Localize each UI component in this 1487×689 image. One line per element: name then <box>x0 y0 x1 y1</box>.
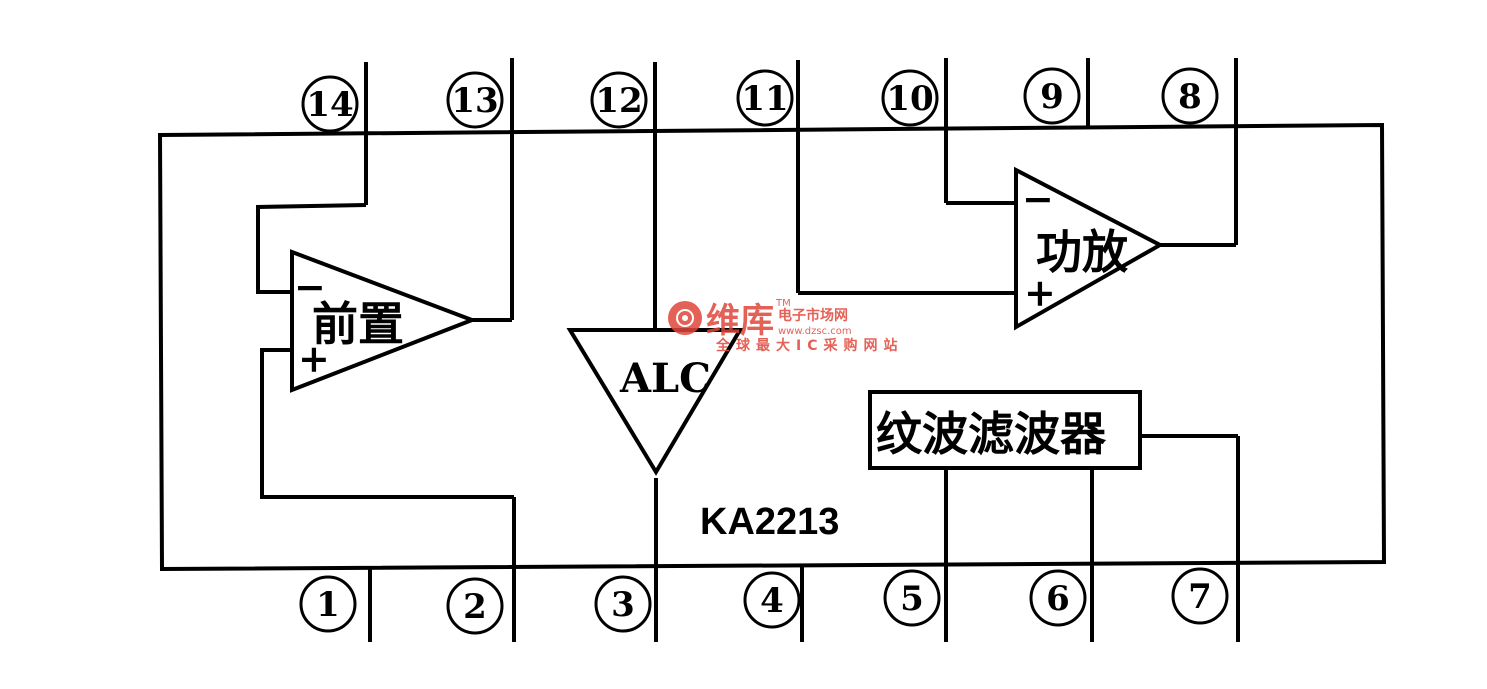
poweramp-plus-sign: + <box>1024 270 1056 315</box>
alc-block: ALC <box>566 328 744 476</box>
pin-10-circle <box>881 69 939 127</box>
preamp-minus-sign: − <box>294 264 326 309</box>
alc-label: ALC <box>619 355 711 402</box>
watermark-logo-icon <box>668 301 702 335</box>
watermark-site-cn: 电子市场网 <box>778 307 848 324</box>
pin-9-number: 9 <box>1040 77 1064 117</box>
ripple-filter-label: 纹波滤波器 <box>876 407 1107 461</box>
pin-7-number: 7 <box>1188 577 1212 617</box>
pin-4-number: 4 <box>760 581 784 621</box>
pin-14-number: 14 <box>306 85 353 125</box>
internal-wiring <box>256 201 1238 499</box>
wire-pin14-preamp-minus <box>256 203 367 294</box>
ripple-filter-box <box>868 390 1142 470</box>
pin-11-number: 11 <box>741 79 788 119</box>
pin-3-circle <box>594 575 652 633</box>
preamp-plus-sign: + <box>298 336 330 381</box>
pin-14-circle <box>301 75 359 133</box>
poweramp-label: 功放 <box>1036 225 1128 279</box>
alc-triangle <box>566 328 744 476</box>
pin-3-number: 3 <box>611 585 635 625</box>
preamp-triangle <box>290 249 478 393</box>
bottom-pin-numbers: 1 2 3 4 5 6 7 <box>299 567 1229 635</box>
pin-12-circle <box>590 71 648 129</box>
pin-4-circle <box>743 571 801 629</box>
watermark: 维库 TM 电子市场网 www.dzsc.com 全球最大IC采购网站 <box>668 298 903 354</box>
pin-7-circle <box>1171 567 1229 625</box>
pin-1-number: 1 <box>316 585 340 625</box>
pin-13-circle <box>446 71 504 129</box>
ripple-filter-block: 纹波滤波器 <box>868 390 1142 470</box>
wire-preamp-plus-pin2 <box>260 348 514 499</box>
pin-6-number: 6 <box>1046 579 1070 619</box>
pin-12-number: 12 <box>595 81 642 121</box>
watermark-url: www.dzsc.com <box>778 326 852 337</box>
chip-body-outline <box>157 122 1387 572</box>
chip-model-label: KA2213 <box>700 501 839 543</box>
pin-5-circle <box>883 569 941 627</box>
top-pin-numbers: 14 13 12 11 10 9 8 <box>301 67 1219 133</box>
pin-2-circle <box>446 577 504 635</box>
poweramp-block: − + 功放 <box>1014 166 1165 331</box>
pin-2-number: 2 <box>463 587 487 627</box>
preamp-label: 前置 <box>312 297 404 351</box>
pin-10-number: 10 <box>886 79 933 119</box>
pin-8-circle <box>1161 67 1219 125</box>
top-pin-legs <box>364 58 1238 328</box>
pin-6-circle <box>1029 569 1087 627</box>
poweramp-minus-sign: − <box>1022 176 1054 221</box>
pin-8-number: 8 <box>1178 77 1202 117</box>
watermark-tm: TM <box>775 298 791 309</box>
pin-9-circle <box>1023 67 1081 125</box>
poweramp-triangle <box>1014 166 1165 331</box>
preamp-block: − + 前置 <box>290 249 478 393</box>
pin-13-number: 13 <box>451 81 498 121</box>
watermark-brand: 维库 <box>706 301 774 341</box>
bottom-pin-legs <box>368 436 1240 642</box>
watermark-slogan: 全球最大IC采购网站 <box>715 337 903 354</box>
pin-1-circle <box>299 575 357 633</box>
pin-11-circle <box>736 69 794 127</box>
pin-5-number: 5 <box>900 579 924 619</box>
